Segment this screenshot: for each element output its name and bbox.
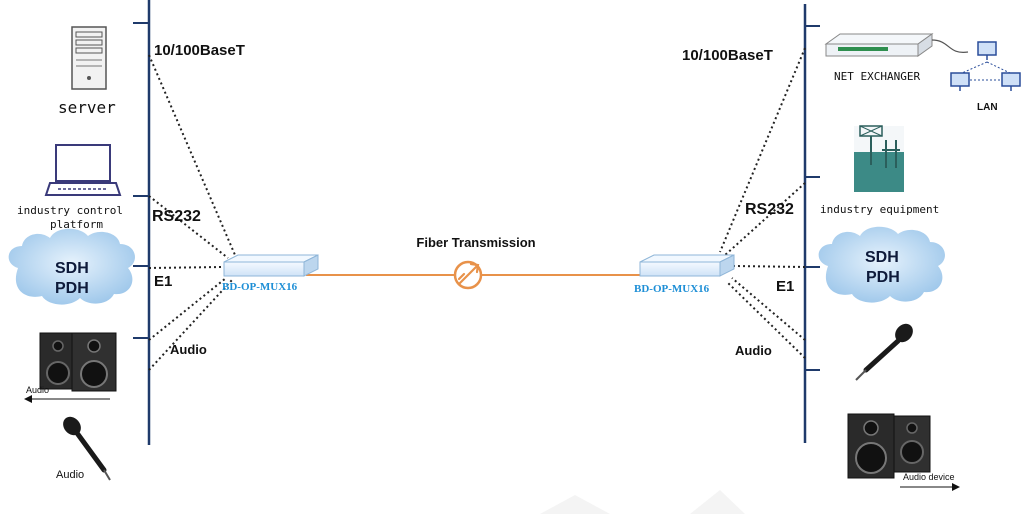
left-mic-audio-label: Audio [56, 469, 84, 481]
left-bus [133, 0, 151, 445]
right-port-e1: E1 [776, 278, 794, 295]
watermark [540, 490, 745, 514]
left-port-audio: Audio [170, 342, 207, 357]
right-sdh-pdh-cloud-icon [818, 226, 945, 303]
left-mux-device-icon [223, 254, 319, 277]
industry-equipment-label: industry equipment [820, 203, 939, 216]
right-port-audio: Audio [735, 343, 772, 358]
right-mux-label: BD-OP-MUX16 [634, 283, 710, 295]
right-port-rs232: RS232 [745, 201, 794, 218]
right-mux-device-icon [639, 254, 735, 277]
left-sdh-pdh-cloud-icon [8, 228, 135, 305]
left-sdh-label: SDH [55, 260, 89, 277]
laptop-icon [44, 144, 122, 196]
fiber-link [306, 260, 640, 290]
right-pdh-label: PDH [866, 269, 900, 286]
left-port-ethernet: 10/100BaseT [154, 42, 245, 59]
server-icon [71, 26, 107, 90]
right-audio-arrow-icon [900, 483, 960, 491]
right-dotted-links [719, 47, 806, 359]
industry-equipment-icon [854, 125, 904, 192]
net-exchanger-icon [824, 33, 969, 57]
left-microphone-icon [63, 416, 111, 481]
right-microphone-icon [855, 323, 913, 381]
left-audio-arrow-icon [24, 395, 110, 403]
fiber-transmission-label: Fiber Transmission [416, 235, 535, 250]
left-pdh-label: PDH [55, 280, 89, 297]
audio-device-label: Audio device [903, 472, 955, 482]
right-speakers-icon [847, 413, 931, 479]
net-exchanger-label: NET EXCHANGER [834, 70, 920, 83]
left-speakers-icon [39, 332, 117, 392]
lan-label: LAN [977, 102, 998, 113]
server-label: server [58, 98, 116, 117]
industry-control-label-line2: platform [50, 218, 103, 231]
left-speaker-audio-label: Audio [26, 385, 49, 395]
left-port-e1: E1 [154, 273, 172, 290]
right-port-ethernet: 10/100BaseT [682, 47, 773, 64]
left-dotted-links [148, 54, 236, 371]
industry-control-label-line1: industry control [17, 204, 123, 217]
left-mux-label: BD-OP-MUX16 [222, 281, 298, 293]
lan-icon [950, 41, 1021, 91]
right-bus [803, 4, 820, 443]
right-sdh-label: SDH [865, 249, 899, 266]
left-port-rs232: RS232 [152, 208, 201, 225]
